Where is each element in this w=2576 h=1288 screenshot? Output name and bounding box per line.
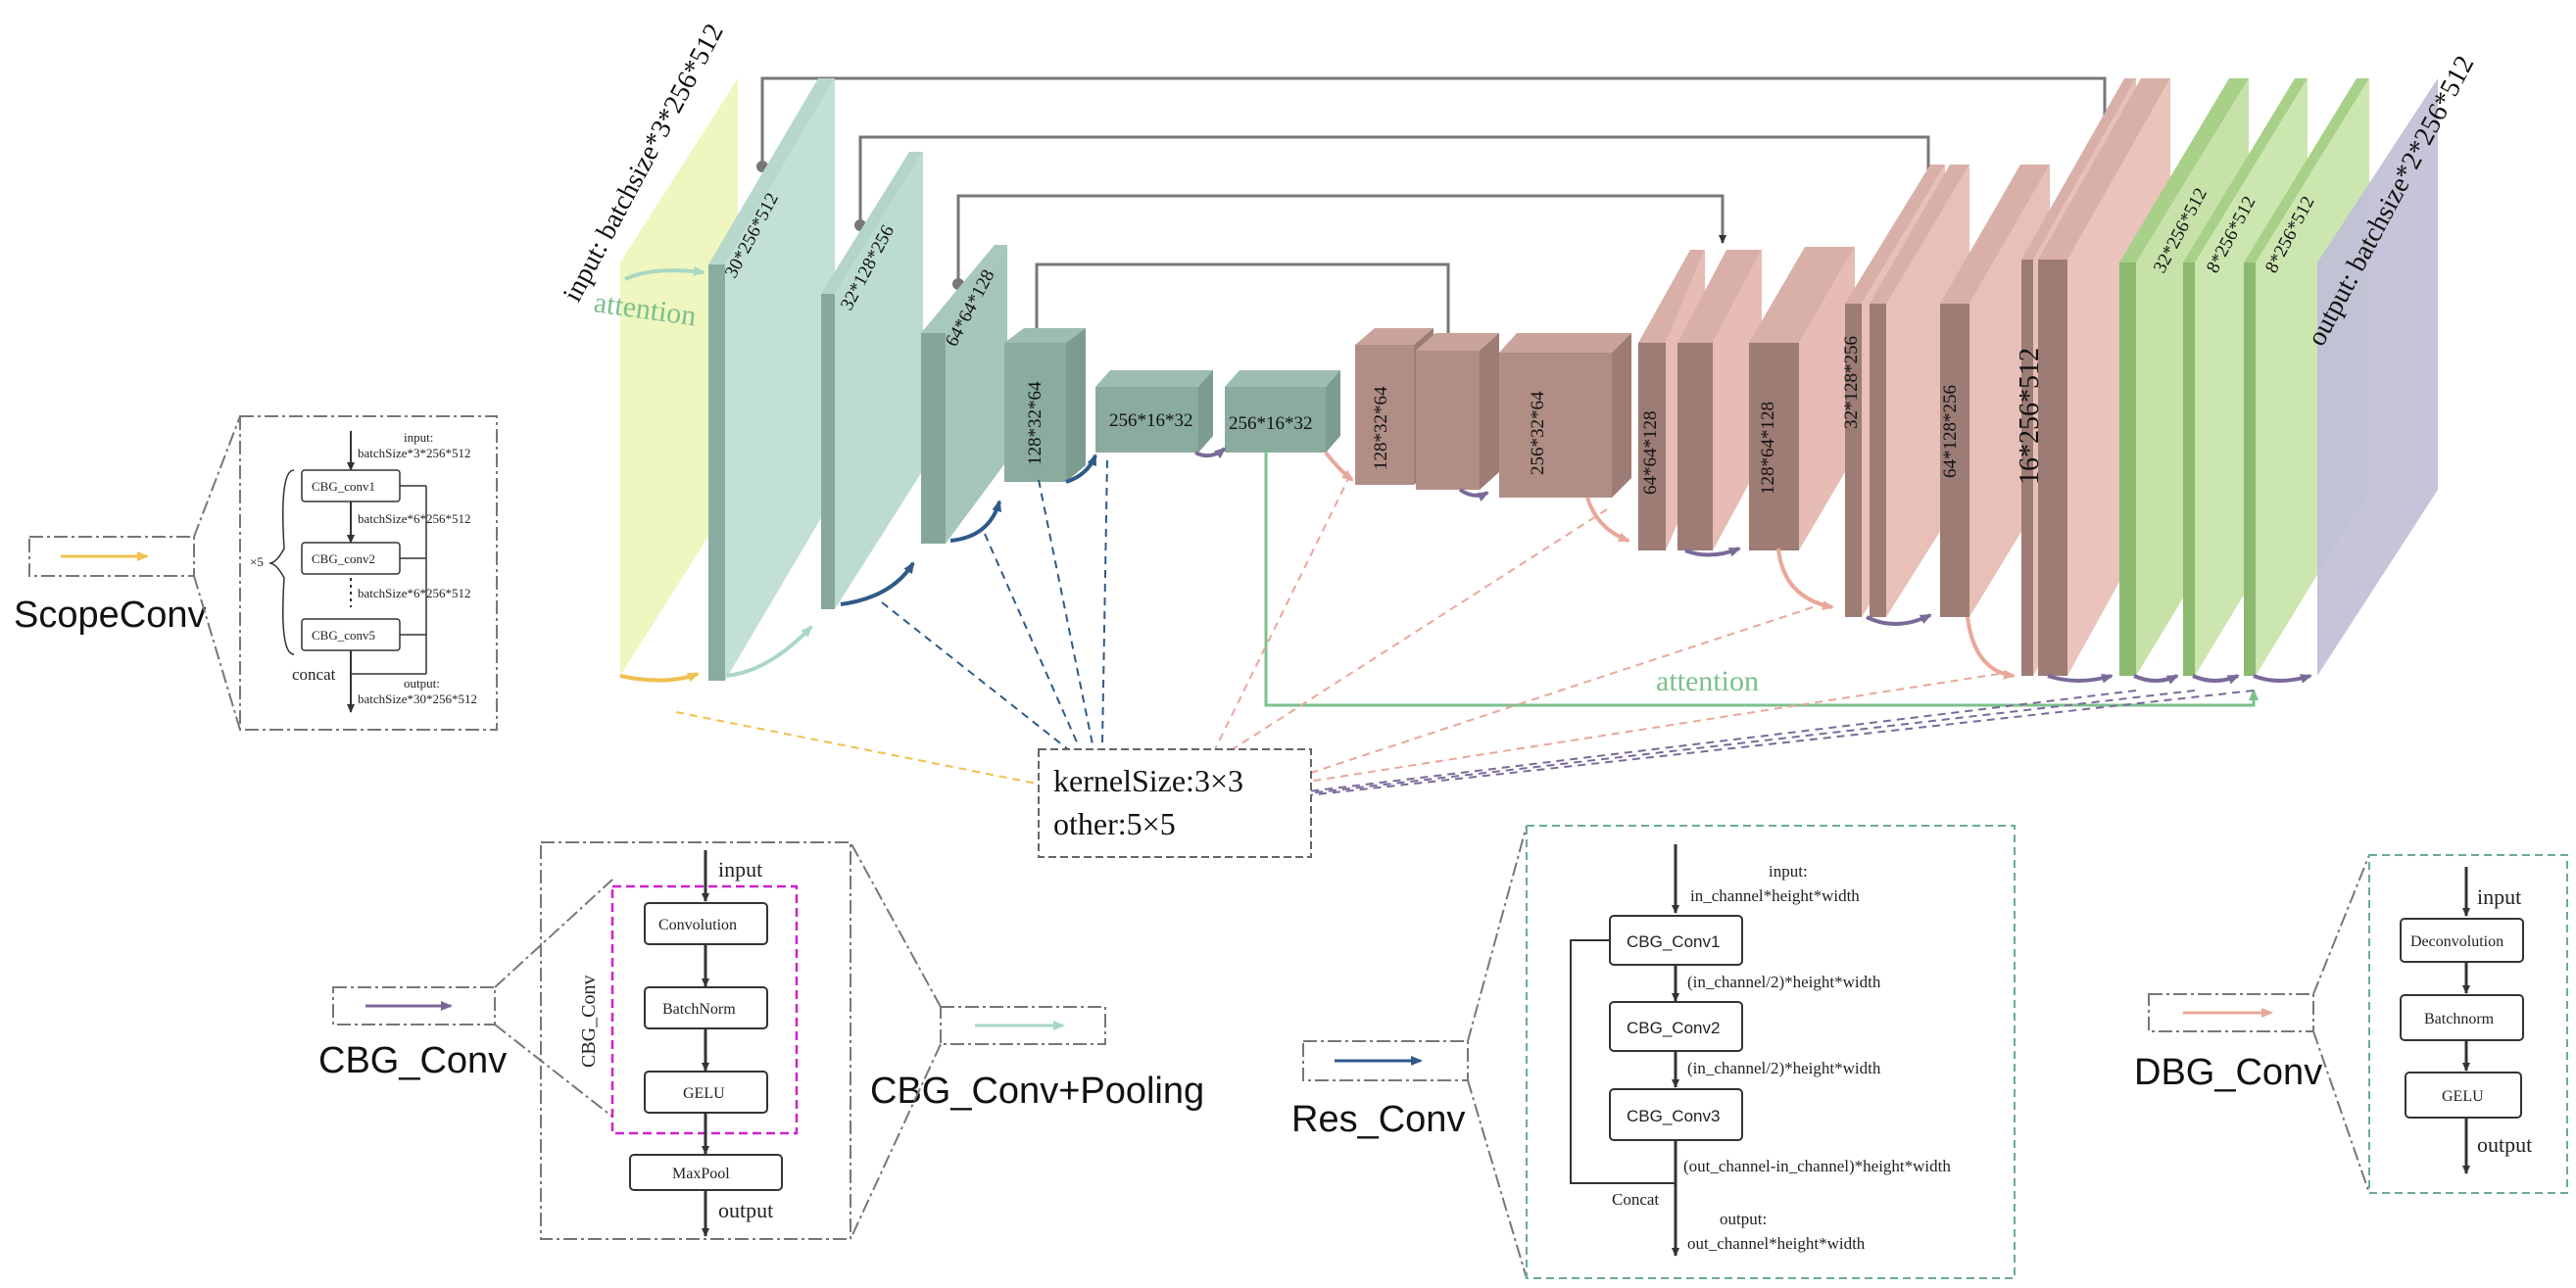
dbg-input-text: input [2477,884,2521,909]
output-plane [2317,78,2438,676]
legend-dbg-conv: DBG_Conv [2134,854,2370,1194]
res-concat: Concat [1612,1190,1659,1209]
cbg-output-text: output [718,1198,773,1222]
scope-conv1: CBG_conv1 [312,479,375,494]
cbg-group-label: CBG_Conv [578,976,600,1068]
other-kernel-text: other:5×5 [1053,806,1176,841]
encoder-layer-1 [708,78,835,681]
res-mid3: (out_channel-in_channel)*height*width [1683,1157,1951,1175]
bottleneck-2 [1225,370,1340,453]
legend-cbg-conv-pooling: CBG_Conv+Pooling [850,841,1204,1240]
legend-cbg-conv: CBG_Conv [318,879,613,1118]
dim-label-11: 32*128*256 [1841,336,1862,429]
cbg-maxpool-text: MaxPool [672,1166,730,1182]
decoder-block-6 [1749,247,1855,550]
dim-label-5: 256*16*32 [1109,410,1193,431]
res-input-2: in_channel*height*width [1690,886,1860,905]
res-detail: input: in_channel*height*width CBG_Conv1… [1526,825,2016,1279]
dim-label-10: 128*64*128 [1758,402,1778,495]
cbg-gelu-text: GELU [683,1085,725,1102]
legend-scopeconv: ScopeConv [14,415,241,731]
flow-arrows [619,447,2312,685]
encoder-layer-2 [821,152,923,609]
scope-times: ×5 [250,554,264,569]
decoder-block-3 [1499,333,1631,498]
dbg-gelu-text: GELU [2442,1088,2484,1105]
encoder-layer-3 [921,245,1007,544]
res-conv-label: Res_Conv [1291,1099,1465,1140]
dim-label-4: 128*32*64 [1025,381,1045,465]
scopeconv-label: ScopeConv [14,595,206,636]
decoder-block-2 [1416,333,1499,490]
res-conv3-text: CBG_Conv3 [1627,1107,1720,1125]
dbg-conv-label: DBG_Conv [2134,1052,2322,1093]
scope-concat: concat [292,665,336,684]
cbg-conv-pooling-label: CBG_Conv+Pooling [870,1071,1204,1112]
dim-label-12: 64*128*256 [1940,385,1961,478]
scope-conv5: CBG_conv5 [312,628,375,643]
res-input-1: input: [1769,862,1808,881]
kernel-connectors [675,459,2255,796]
dbg-deconvolution-text: Deconvolution [2410,933,2503,950]
res-mid1: (in_channel/2)*height*width [1687,973,1881,991]
kernel-size-text: kernelSize:3×3 [1053,763,1243,798]
res-conv1-text: CBG_Conv1 [1627,932,1720,951]
res-conv2-text: CBG_Conv2 [1627,1019,1720,1037]
cbg-input-text: input [718,857,762,882]
dim-label-8: 256*32*64 [1528,391,1548,475]
dbg-detail: input Deconvolution Batchnorm GELU outpu… [2368,854,2568,1194]
res-mid2: (in_channel/2)*height*width [1687,1059,1881,1077]
scope-output-2: batchSize*30*256*512 [358,692,477,706]
res-output-2: out_channel*height*width [1687,1234,1866,1253]
cbg-convolution-text: Convolution [658,917,737,933]
cbg-conv-label: CBG_Conv [318,1040,507,1081]
res-output-1: output: [1720,1210,1767,1228]
legend-res-conv: Res_Conv [1291,825,1528,1279]
dim-label-6: 256*16*32 [1229,413,1313,434]
scopeconv-detail: input: batchSize*3*256*512 CBG_conv1 bat… [239,415,498,731]
dbg-output-text: output [2477,1132,2532,1157]
scope-conv2: CBG_conv2 [312,551,375,566]
encoder-layer-4 [1004,328,1086,482]
attention-label-bottom: attention [1656,665,1759,697]
cbg-detail: input Convolution BatchNorm GELU MaxPool… [540,841,851,1240]
cbg-batchnorm-text: BatchNorm [662,1001,736,1018]
scope-output-1: output: [404,676,440,691]
scope-input-2: batchSize*3*256*512 [358,446,471,460]
dim-label-13: 16*256*512 [2015,348,2045,485]
scope-mid1: batchSize*6*256*512 [358,511,471,526]
bottleneck-1 [1095,370,1213,453]
dim-label-9: 64*64*128 [1640,411,1661,496]
kernel-info-box: kernelSize:3×3 other:5×5 [1038,748,1312,858]
scope-input-1: input: [404,430,433,445]
decoder-block-5 [1677,250,1762,550]
dim-label-7: 128*32*64 [1371,386,1391,470]
dbg-batchnorm-text: Batchnorm [2424,1011,2495,1027]
scope-mid2: batchSize*6*256*512 [358,586,471,600]
